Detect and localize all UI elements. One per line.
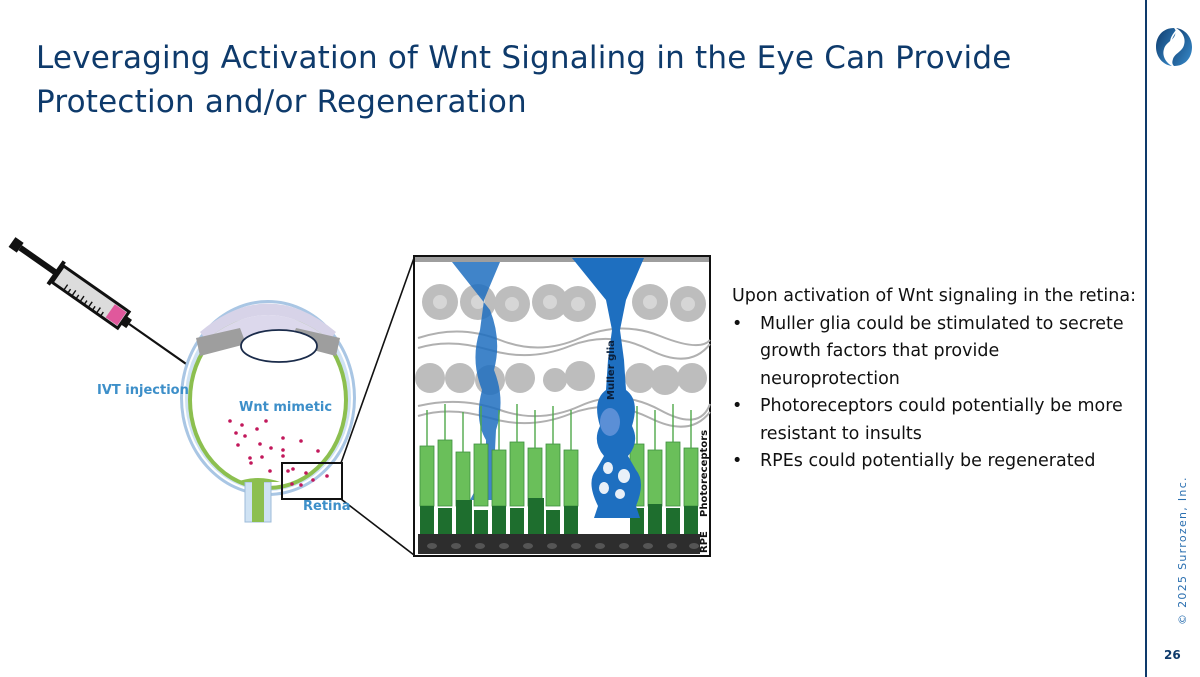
- slide-title-line-1: Leveraging Activation of Wnt Signaling i…: [36, 40, 1012, 76]
- slide-title-line-2: Protection and/or Regeneration: [36, 84, 527, 120]
- bullet-text: RPEs could potentially be regenerated: [760, 451, 1096, 471]
- eye-retina-diagram: IVT injection Wnt mimetic Retina Muller …: [0, 220, 730, 570]
- muller-glia-label: Muller glia: [606, 340, 617, 400]
- photoreceptors-label: Photoreceptors: [699, 429, 710, 517]
- bullet-text: Muller glia could be stimulated to secre…: [760, 313, 1124, 389]
- bullet-panel: Upon activation of Wnt signaling in the …: [732, 283, 1142, 476]
- bullet-item: • Muller glia could be stimulated to secr…: [732, 311, 1142, 394]
- muller-glia-cell: [572, 258, 644, 518]
- bullet-dot: •: [732, 451, 743, 471]
- bullet-list: • Muller glia could be stimulated to secr…: [732, 311, 1142, 476]
- intro-text: Upon activation of Wnt signaling in the …: [732, 286, 1136, 306]
- bullet-item: • Photoreceptors could potentially be mor…: [732, 393, 1142, 448]
- ivt-injection-label: IVT injection: [97, 383, 189, 398]
- surrozen-logo-icon: [1156, 28, 1192, 66]
- bullet-item: • RPEs could potentially be regenerated: [732, 448, 1142, 476]
- bullet-dot: •: [732, 396, 743, 416]
- eyeball-icon: [180, 300, 356, 523]
- slide-title: Leveraging Activation of Wnt Signaling i…: [36, 36, 1096, 124]
- copyright-text: © 2025 Surrozen, Inc.: [1176, 476, 1189, 625]
- retina-cross-section: [413, 255, 711, 557]
- zoom-region-box: [281, 462, 343, 500]
- wnt-mimetic-particles: [228, 419, 329, 487]
- bullet-text: Photoreceptors could potentially be more…: [760, 396, 1123, 444]
- page-number: 26: [1164, 648, 1181, 662]
- wnt-mimetic-label: Wnt mimetic: [239, 400, 333, 415]
- diagram-illustration: [8, 237, 711, 557]
- rpe-label: RPE: [699, 531, 710, 553]
- vertical-divider: [1145, 0, 1147, 677]
- retina-label: Retina: [303, 499, 351, 514]
- bullet-dot: •: [732, 313, 743, 334]
